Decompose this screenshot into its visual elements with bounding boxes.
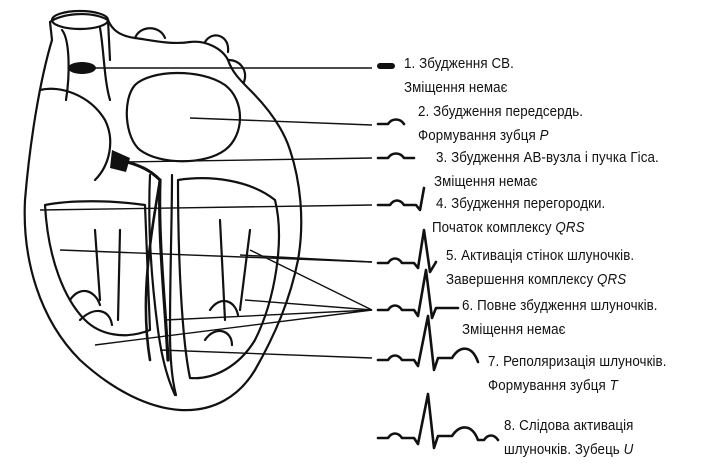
step-6-line2-text: Зміщення немає (462, 322, 566, 338)
step-8-line2-text: шлуночків. Зубець (504, 442, 620, 458)
right-atrium (40, 89, 110, 180)
step-2-line2: Формування зубця P (418, 128, 549, 144)
step-7-line2-text: Формування зубця (488, 378, 606, 394)
step-7-line2: Формування зубця T (488, 378, 618, 394)
step-5-line2-text: Завершення комплексу (446, 272, 593, 288)
step-1-line1: 1. Збудження СВ. (404, 56, 514, 72)
step-4-line1: 4. Збудження перегородки. (436, 196, 605, 212)
step-7-line1: 7. Реполяризація шлуночків. (488, 354, 667, 370)
step-5-line2: Завершення комплексу QRS (446, 272, 626, 288)
step-4-line2: Початок комплексу QRS (432, 220, 585, 236)
heart-outline (25, 20, 302, 410)
ecg-trace-4 (378, 188, 424, 210)
step-2-wave-letter: P (540, 128, 549, 144)
step-1-line2-text: Зміщення немає (404, 80, 508, 96)
step-8-line1: 8. Слідова активація (504, 418, 633, 434)
step-6-line2: Зміщення немає (462, 322, 566, 338)
step-6-line1: 6. Повне збудження шлуночків. (462, 298, 658, 314)
step-3-line2: Зміщення немає (434, 174, 538, 190)
ecg-trace-2 (378, 120, 404, 125)
step-5-complex-letters: QRS (597, 272, 626, 288)
step-3-line1: 3. Збудження АВ-вузла і пучка Гіса. (436, 150, 659, 166)
step-1-line2: Зміщення немає (404, 80, 508, 96)
step-5-line1: 5. Активація стінок шлуночків. (446, 248, 634, 264)
step-2-line2-text: Формування зубця (418, 128, 536, 144)
step-8-line2: шлуночків. Зубець U (504, 442, 633, 458)
ecg-trace-5 (378, 230, 436, 272)
step-2-line1: 2. Збудження передсердь. (418, 104, 583, 120)
step-4-complex-letters: QRS (555, 220, 584, 236)
step-8-wave-letter: U (624, 442, 634, 458)
ecg-trace-3 (378, 154, 414, 159)
step-4-line2-text: Початок комплексу (432, 220, 552, 236)
av-node-marker (110, 150, 130, 172)
step-7-wave-letter: T (610, 378, 618, 394)
left-atrium (127, 73, 240, 161)
ecg-trace-8 (378, 394, 498, 448)
step-3-line2-text: Зміщення немає (434, 174, 538, 190)
